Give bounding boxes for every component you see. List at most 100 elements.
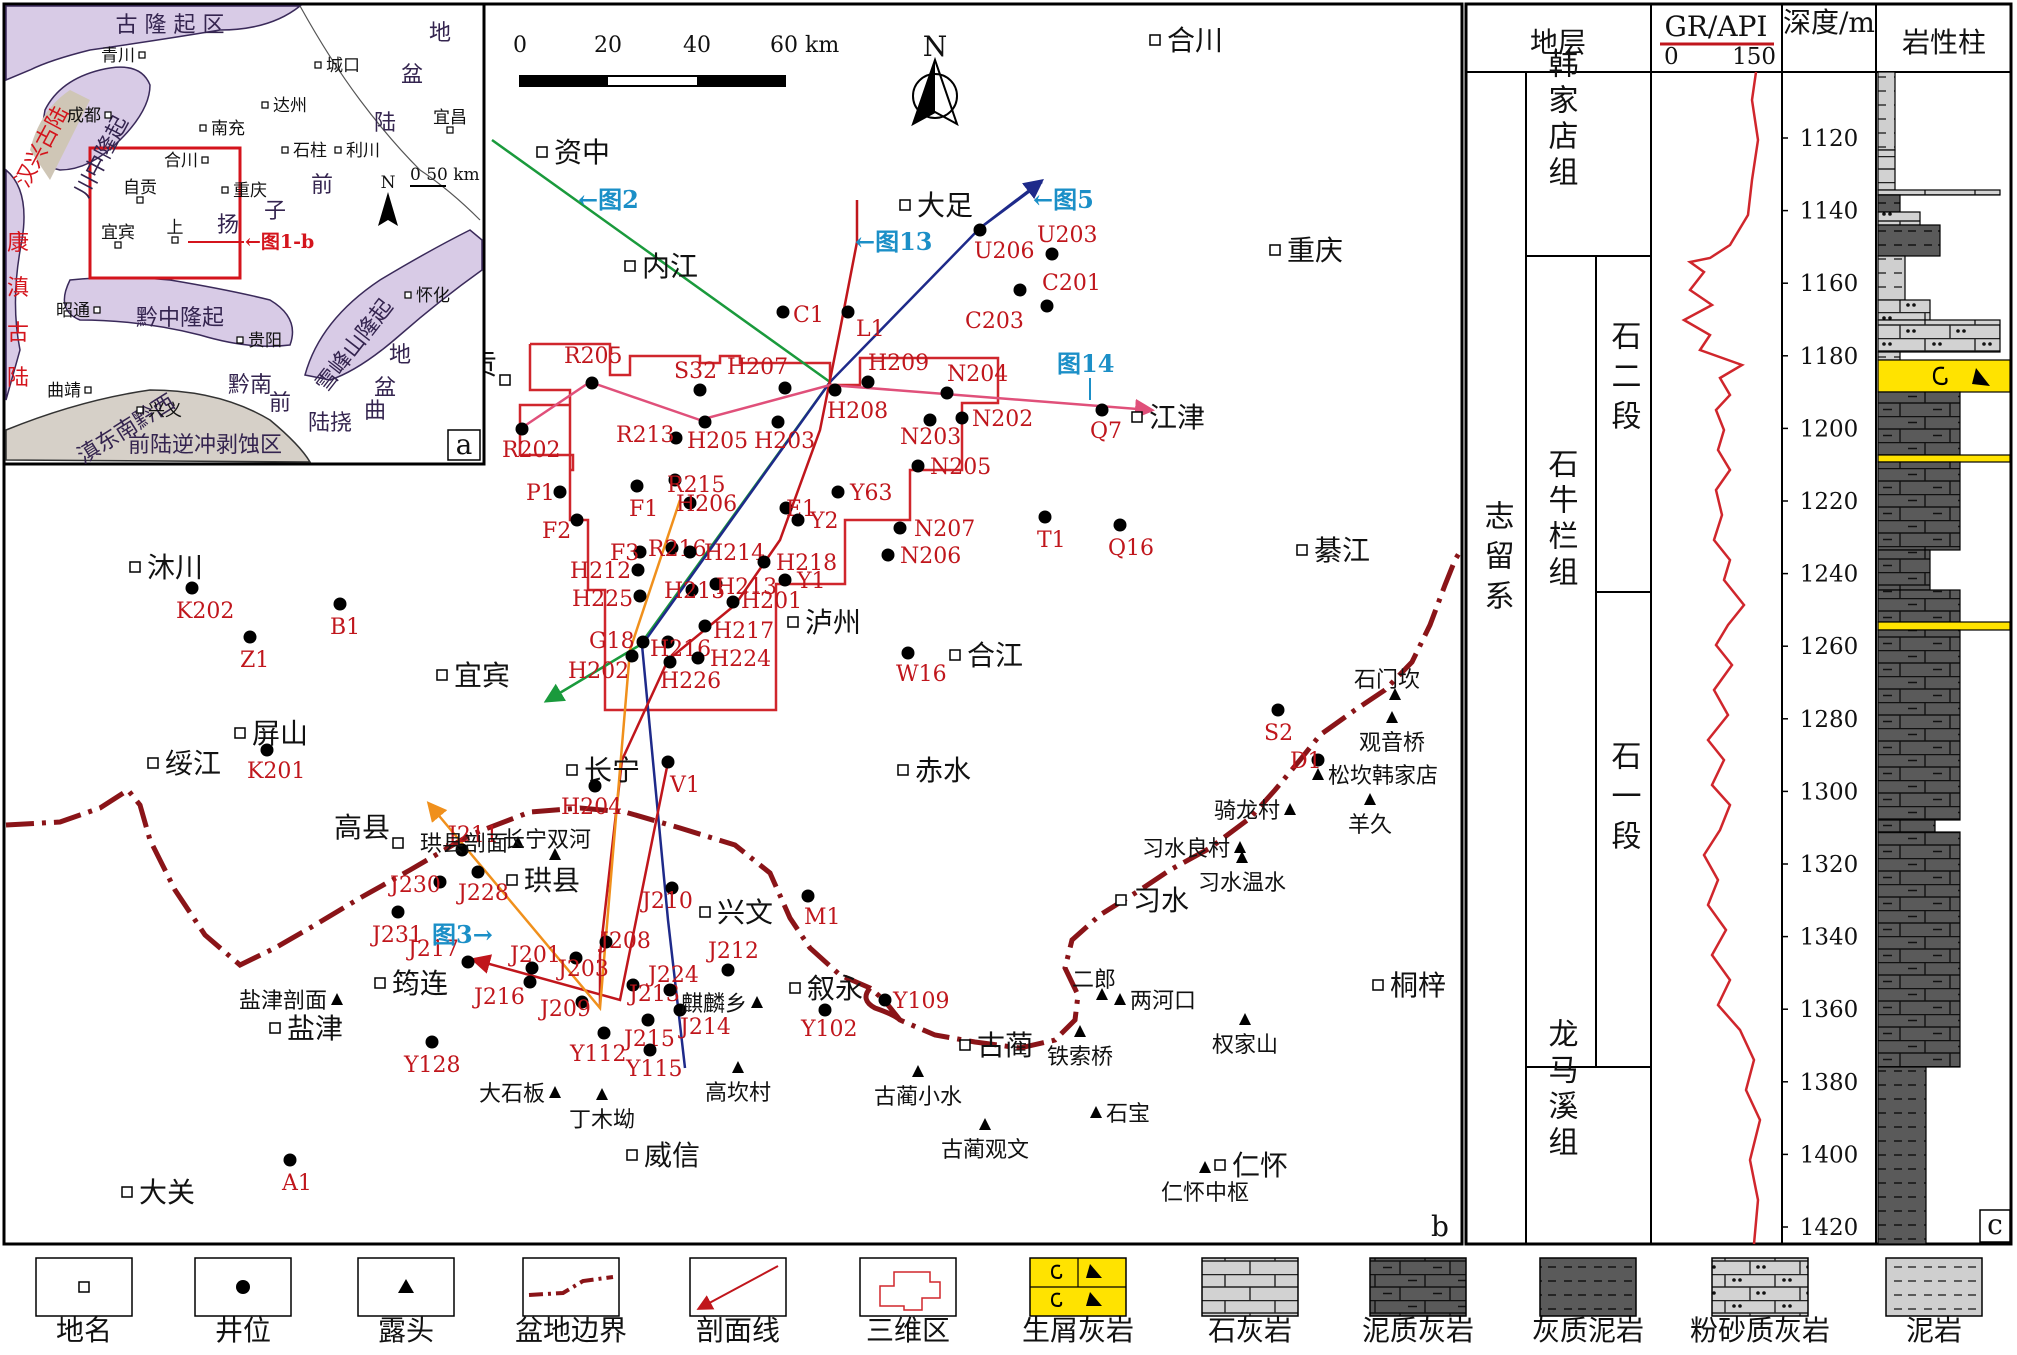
place-label: 大足 (917, 189, 973, 222)
header-gr: GR/API (1664, 10, 1767, 43)
depth-tick: 1420 (1800, 1215, 1859, 1241)
place-marker-icon (104, 111, 112, 119)
outcrop-11: 盐津剖面 (239, 989, 343, 1014)
depth-tick: 1260 (1800, 634, 1859, 660)
outcrop-marker-icon (1074, 1025, 1086, 1037)
formation-label: 石牛栏组 (1543, 448, 1579, 592)
well-label: J216 (472, 985, 525, 1010)
inset-place-label: 达州 (273, 96, 307, 116)
place-label: 盐津 (287, 1012, 343, 1045)
basin-boundary (5, 546, 1465, 1051)
well-marker-icon (778, 381, 792, 395)
well-marker-icon (685, 583, 699, 597)
well-label: N203 (900, 425, 961, 450)
well-b1: B1 (330, 597, 360, 640)
inset-label-foreland: 前陆逆冲剥蚀区 (128, 433, 282, 458)
well-label: H224 (710, 647, 771, 672)
legend-item-well: 井位 (194, 1257, 292, 1347)
legend-swatch (1711, 1257, 1809, 1317)
well-label: Y128 (403, 1053, 461, 1078)
outcrop-marker-icon (1312, 768, 1324, 780)
well-marker-icon (636, 635, 650, 649)
well-h214: H214 (683, 541, 765, 566)
place-gulin: 古蔺 (959, 1029, 1033, 1062)
well-label: H206 (676, 492, 737, 517)
well-label: H217 (713, 619, 774, 644)
outcrop-label: 两河口 (1130, 989, 1196, 1014)
well-n205: N205 (911, 455, 991, 480)
well-marker-icon (923, 413, 937, 427)
well-w16: W16 (896, 646, 947, 687)
well-marker-icon (726, 595, 740, 609)
well-marker-icon (569, 951, 583, 965)
inset-place-qingchuan: 青川 (101, 46, 146, 66)
place-xishui: 习水 (1115, 884, 1189, 917)
well-label: F1 (629, 497, 658, 522)
outcrop-marker-icon (512, 836, 524, 848)
well-y128: Y128 (403, 1035, 461, 1078)
outcrop-label: 习水温水 (1198, 871, 1286, 896)
well-marker-icon (698, 619, 712, 633)
place-marker-icon (121, 1186, 133, 1198)
well-marker-icon (1271, 703, 1285, 717)
well-h203: H203 (754, 415, 815, 454)
uplift-guling (5, 5, 303, 82)
well-label: J231 (370, 923, 423, 948)
well-marker-icon (683, 496, 697, 510)
place-label: 屏山 (252, 717, 308, 750)
well-label: R213 (616, 423, 675, 448)
member-label: 石一段 (1606, 740, 1642, 860)
outcrop-marker-icon (912, 1065, 924, 1077)
place-marker-icon (1372, 979, 1384, 991)
well-label: H212 (570, 559, 631, 584)
section-label-2: ←图13 (855, 227, 933, 256)
well-label: J224 (646, 963, 699, 988)
well-j203: J203 (556, 951, 609, 982)
outcrop-2: 松坎韩家店 (1312, 764, 1438, 789)
well-label: F2 (542, 519, 571, 544)
well-marker-icon (818, 1003, 832, 1017)
outcrop-marker-icon (1364, 793, 1376, 805)
well-marker-icon (881, 548, 895, 562)
legend-label: 石灰岩 (1208, 1314, 1292, 1347)
outcrop-marker-icon (1090, 1106, 1102, 1118)
outcrop-marker-icon (331, 993, 343, 1005)
inset-label-qian2: 前 (269, 391, 291, 416)
well-c1: C1 (776, 303, 824, 328)
well-marker-icon (721, 963, 735, 977)
well-label: H204 (561, 795, 622, 820)
outcrop-label: 仁怀中枢 (1161, 1181, 1249, 1206)
legend-label: 灰质泥岩 (1532, 1314, 1644, 1347)
header-lith: 岩性柱 (1902, 26, 1986, 59)
well-marker-icon (597, 1026, 611, 1040)
well-y112: Y112 (569, 1026, 627, 1067)
well-y102: Y102 (800, 1003, 858, 1042)
well-label: R216 (648, 537, 707, 562)
well-h225: H225 (572, 587, 647, 612)
well-label: Q7 (1090, 419, 1122, 444)
place-marker-icon (138, 51, 146, 59)
well-n203: N203 (900, 413, 961, 450)
outcrop-19: 古蔺观文 (941, 1118, 1029, 1163)
well-r215: R215 (667, 473, 726, 498)
inset-place-label: 合川 (164, 151, 198, 171)
outcrop-label: 大石板 (479, 1082, 545, 1107)
depth-tick: 1360 (1800, 997, 1859, 1023)
inset-label-basin1: 地 (429, 21, 451, 46)
panel-label-c: c (1987, 1208, 2003, 1241)
well-marker-icon (973, 223, 987, 237)
section-label-0: ←图2 (578, 185, 639, 214)
panel-b-map: 0 20 40 60 km N 合川资中大足重庆内江自贡江津綦江沐川泸州合江宜宾… (2, 2, 1465, 1246)
well-marker-icon (585, 376, 599, 390)
well-marker-icon (861, 375, 875, 389)
place-label: 桐梓 (1390, 969, 1446, 1002)
well-marker-icon (693, 383, 707, 397)
well-label: S2 (1264, 721, 1293, 746)
place-marker-icon (114, 241, 122, 249)
gr-max: 150 (1732, 44, 1776, 70)
outcrop-13: 铁索桥 (1047, 1025, 1113, 1070)
well-marker-icon (631, 563, 645, 577)
well-r202: R202 (502, 422, 561, 463)
well-marker-icon (633, 589, 647, 603)
well-label: K202 (176, 599, 234, 624)
